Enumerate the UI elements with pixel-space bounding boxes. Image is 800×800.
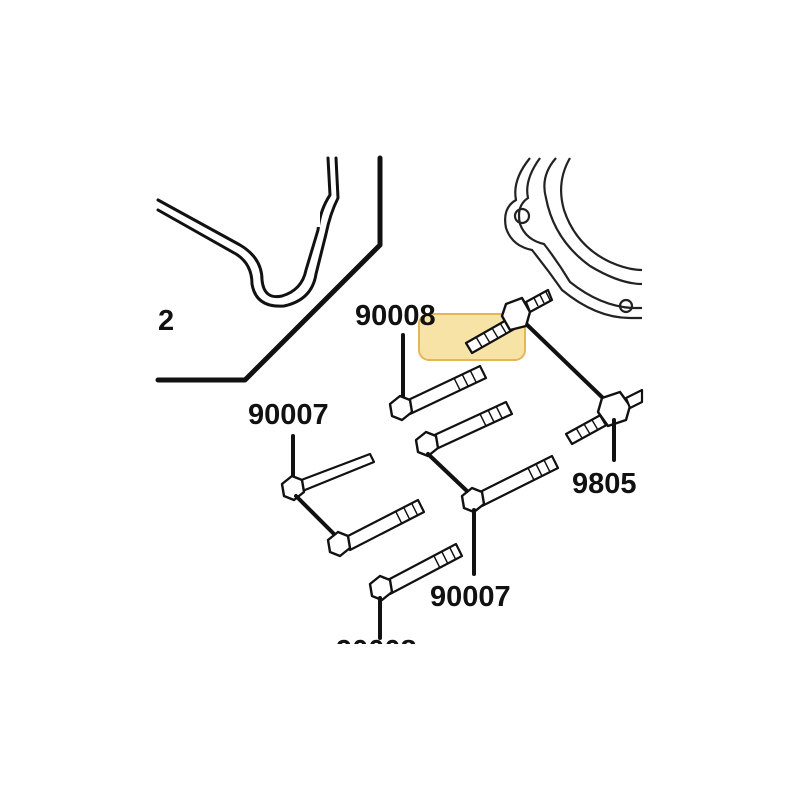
head-gasket	[504, 157, 643, 320]
bolt-lower-right-part-number: 90007	[430, 581, 511, 613]
bolt-lower-left	[326, 498, 426, 558]
bottom-part-number: 90008	[336, 635, 417, 667]
bolt-left-part-number: 90007	[248, 399, 329, 431]
bolt-upper-center-part-number: 90008	[355, 300, 436, 332]
stud-part-number: 9805	[572, 468, 637, 500]
bolt-bottom	[368, 542, 464, 640]
bolt-left: 90007	[248, 399, 376, 538]
stud-lower: 9805	[564, 388, 644, 500]
bolt-upper-center: 90008	[355, 300, 488, 422]
cover-outline: 2	[155, 155, 383, 383]
bolt-lower-right: 90007	[430, 454, 560, 613]
bolt-middle-right	[414, 400, 514, 494]
stud-upper	[464, 288, 607, 402]
frame-part-number: 2	[158, 305, 174, 337]
